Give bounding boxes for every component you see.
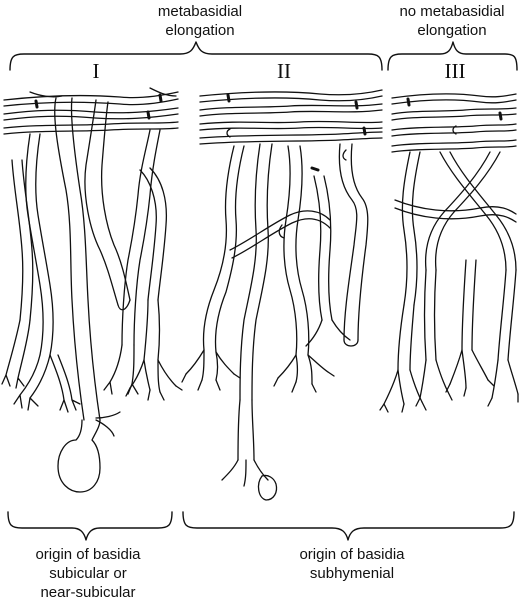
brace-top-metabasidial bbox=[10, 42, 382, 70]
label-origin-subicular: origin of basidia subicular or near-subi… bbox=[0, 545, 176, 602]
panel-1-hyphae bbox=[2, 88, 182, 492]
label-no-metabasidial-elongation: no metabasidial elongation bbox=[382, 2, 520, 40]
label-line: origin of basidia bbox=[0, 545, 176, 564]
brace-bottom-subicular bbox=[8, 512, 172, 540]
panel-3-hyphae bbox=[380, 94, 518, 412]
label-line: metabasidial bbox=[130, 2, 270, 21]
label-line: origin of basidia bbox=[252, 545, 452, 564]
label-line: no metabasidial bbox=[382, 2, 520, 21]
brace-bottom-subhymenial bbox=[183, 512, 514, 540]
label-line: elongation bbox=[130, 21, 270, 40]
label-line: elongation bbox=[382, 21, 520, 40]
panel-2-hyphae bbox=[182, 90, 382, 500]
label-line: near-subicular bbox=[0, 583, 176, 602]
panel-label-2: II bbox=[264, 60, 304, 82]
label-line: subicular or bbox=[0, 564, 176, 583]
panel-label-1: I bbox=[76, 60, 116, 82]
panel-label-3: III bbox=[435, 60, 475, 82]
label-origin-subhymenial: origin of basidia subhymenial bbox=[252, 545, 452, 583]
label-line: subhymenial bbox=[252, 564, 452, 583]
label-metabasidial-elongation: metabasidial elongation bbox=[130, 2, 270, 40]
